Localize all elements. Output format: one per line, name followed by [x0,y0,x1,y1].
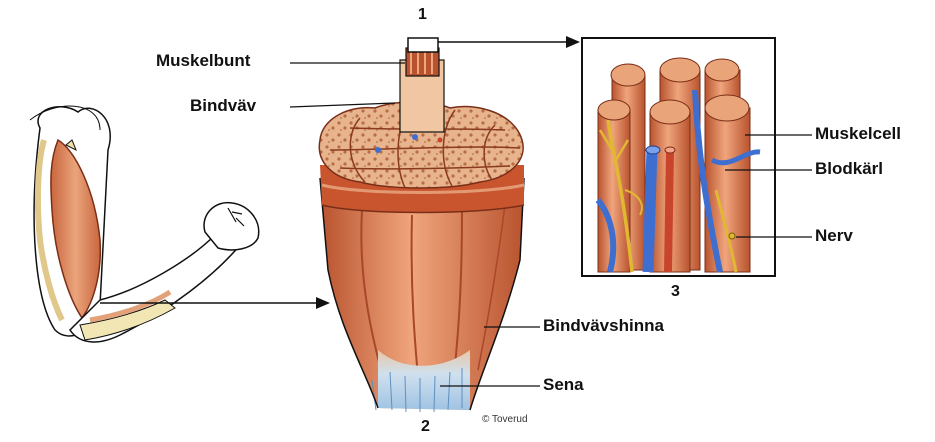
label-sena: Sena [543,375,584,395]
copyright-credit: © Toverud [482,414,528,425]
label-muskelbunt: Muskelbunt [156,51,250,71]
label-bindvavshinna: Bindvävshinna [543,316,664,336]
number-1: 1 [418,6,427,24]
label-muskelcell: Muskelcell [815,124,901,144]
number-2: 2 [421,418,430,436]
number-3: 3 [671,283,680,301]
muscle-cell-enlargement [582,38,775,276]
muscle-cross-section [319,38,524,412]
arm-illustration [30,106,259,342]
label-bindvav: Bindväv [190,96,256,116]
bundle-to-enlargement-arrow [438,36,580,48]
label-nerv: Nerv [815,226,853,246]
label-blodkarl: Blodkärl [815,159,883,179]
